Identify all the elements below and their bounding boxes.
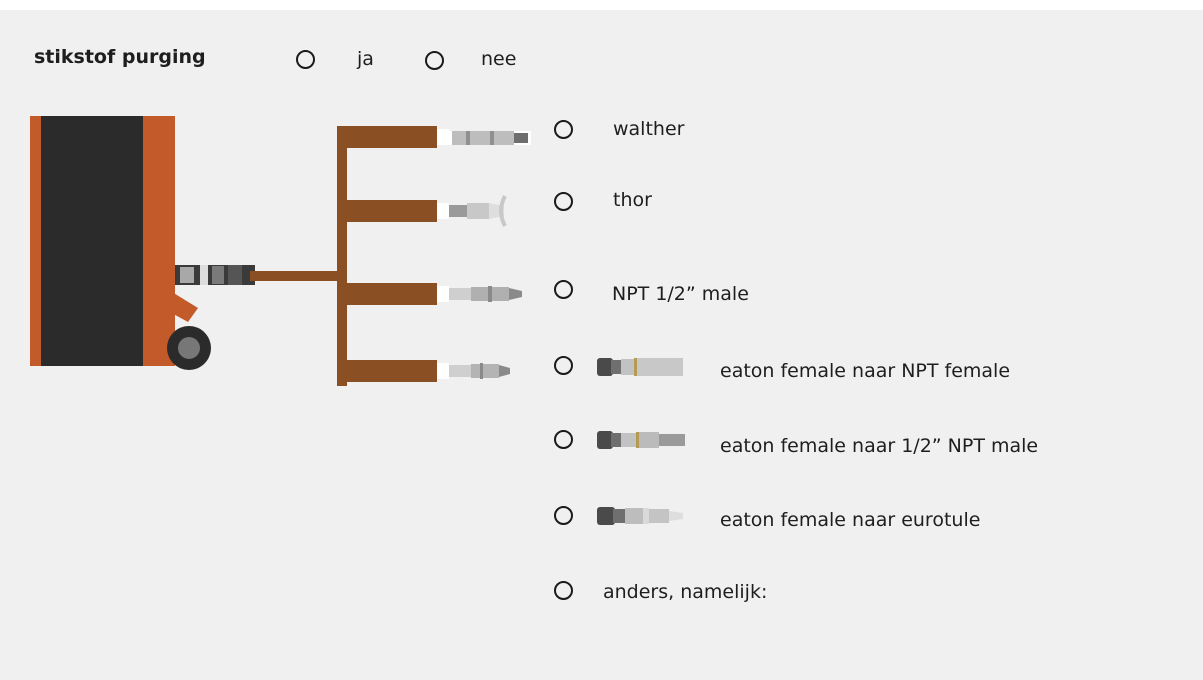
npt-male-coupling-icon — [449, 286, 522, 302]
connector-label-walther: walther — [613, 118, 685, 140]
option-ja-label: ja — [357, 48, 374, 70]
hose-manifold-icon — [250, 126, 449, 386]
radio-thor[interactable] — [554, 192, 573, 211]
eaton-coupling-icon — [449, 363, 510, 379]
radio-eaton-npt-female[interactable] — [554, 356, 573, 375]
connector-label-anders: anders, namelijk: — [603, 581, 768, 603]
connector-label-eaton-eurotule: eaton female naar eurotule — [720, 509, 981, 531]
walther-coupling-icon — [449, 131, 531, 145]
connector-label-npt-male: NPT 1/2” male — [612, 283, 749, 305]
connector-label-eaton-npt-female: eaton female naar NPT female — [720, 360, 1011, 382]
connector-label-thor: thor — [613, 189, 652, 211]
thor-coupling-icon — [449, 195, 507, 227]
connector-label-eaton-npt-male: eaton female naar 1/2” NPT male — [720, 435, 1039, 457]
radio-npt-male[interactable] — [554, 280, 573, 299]
eaton-female-npt-male-icon — [597, 431, 685, 449]
radio-nee[interactable] — [425, 51, 444, 70]
eaton-female-npt-female-icon — [597, 358, 683, 376]
eaton-female-eurotule-icon — [597, 507, 683, 525]
radio-eaton-npt-male[interactable] — [554, 430, 573, 449]
cylinder-valve-icon — [175, 265, 255, 285]
radio-eaton-eurotule[interactable] — [554, 506, 573, 525]
radio-ja[interactable] — [296, 50, 315, 69]
cylinder-cart-icon — [30, 116, 211, 370]
radio-anders[interactable] — [554, 581, 573, 600]
option-nee-label: nee — [481, 48, 517, 70]
form-panel: stikstof purging ja nee — [0, 10, 1203, 680]
nitrogen-cart-illustration — [30, 116, 531, 386]
radio-walther[interactable] — [554, 120, 573, 139]
question-label: stikstof purging — [34, 46, 206, 68]
